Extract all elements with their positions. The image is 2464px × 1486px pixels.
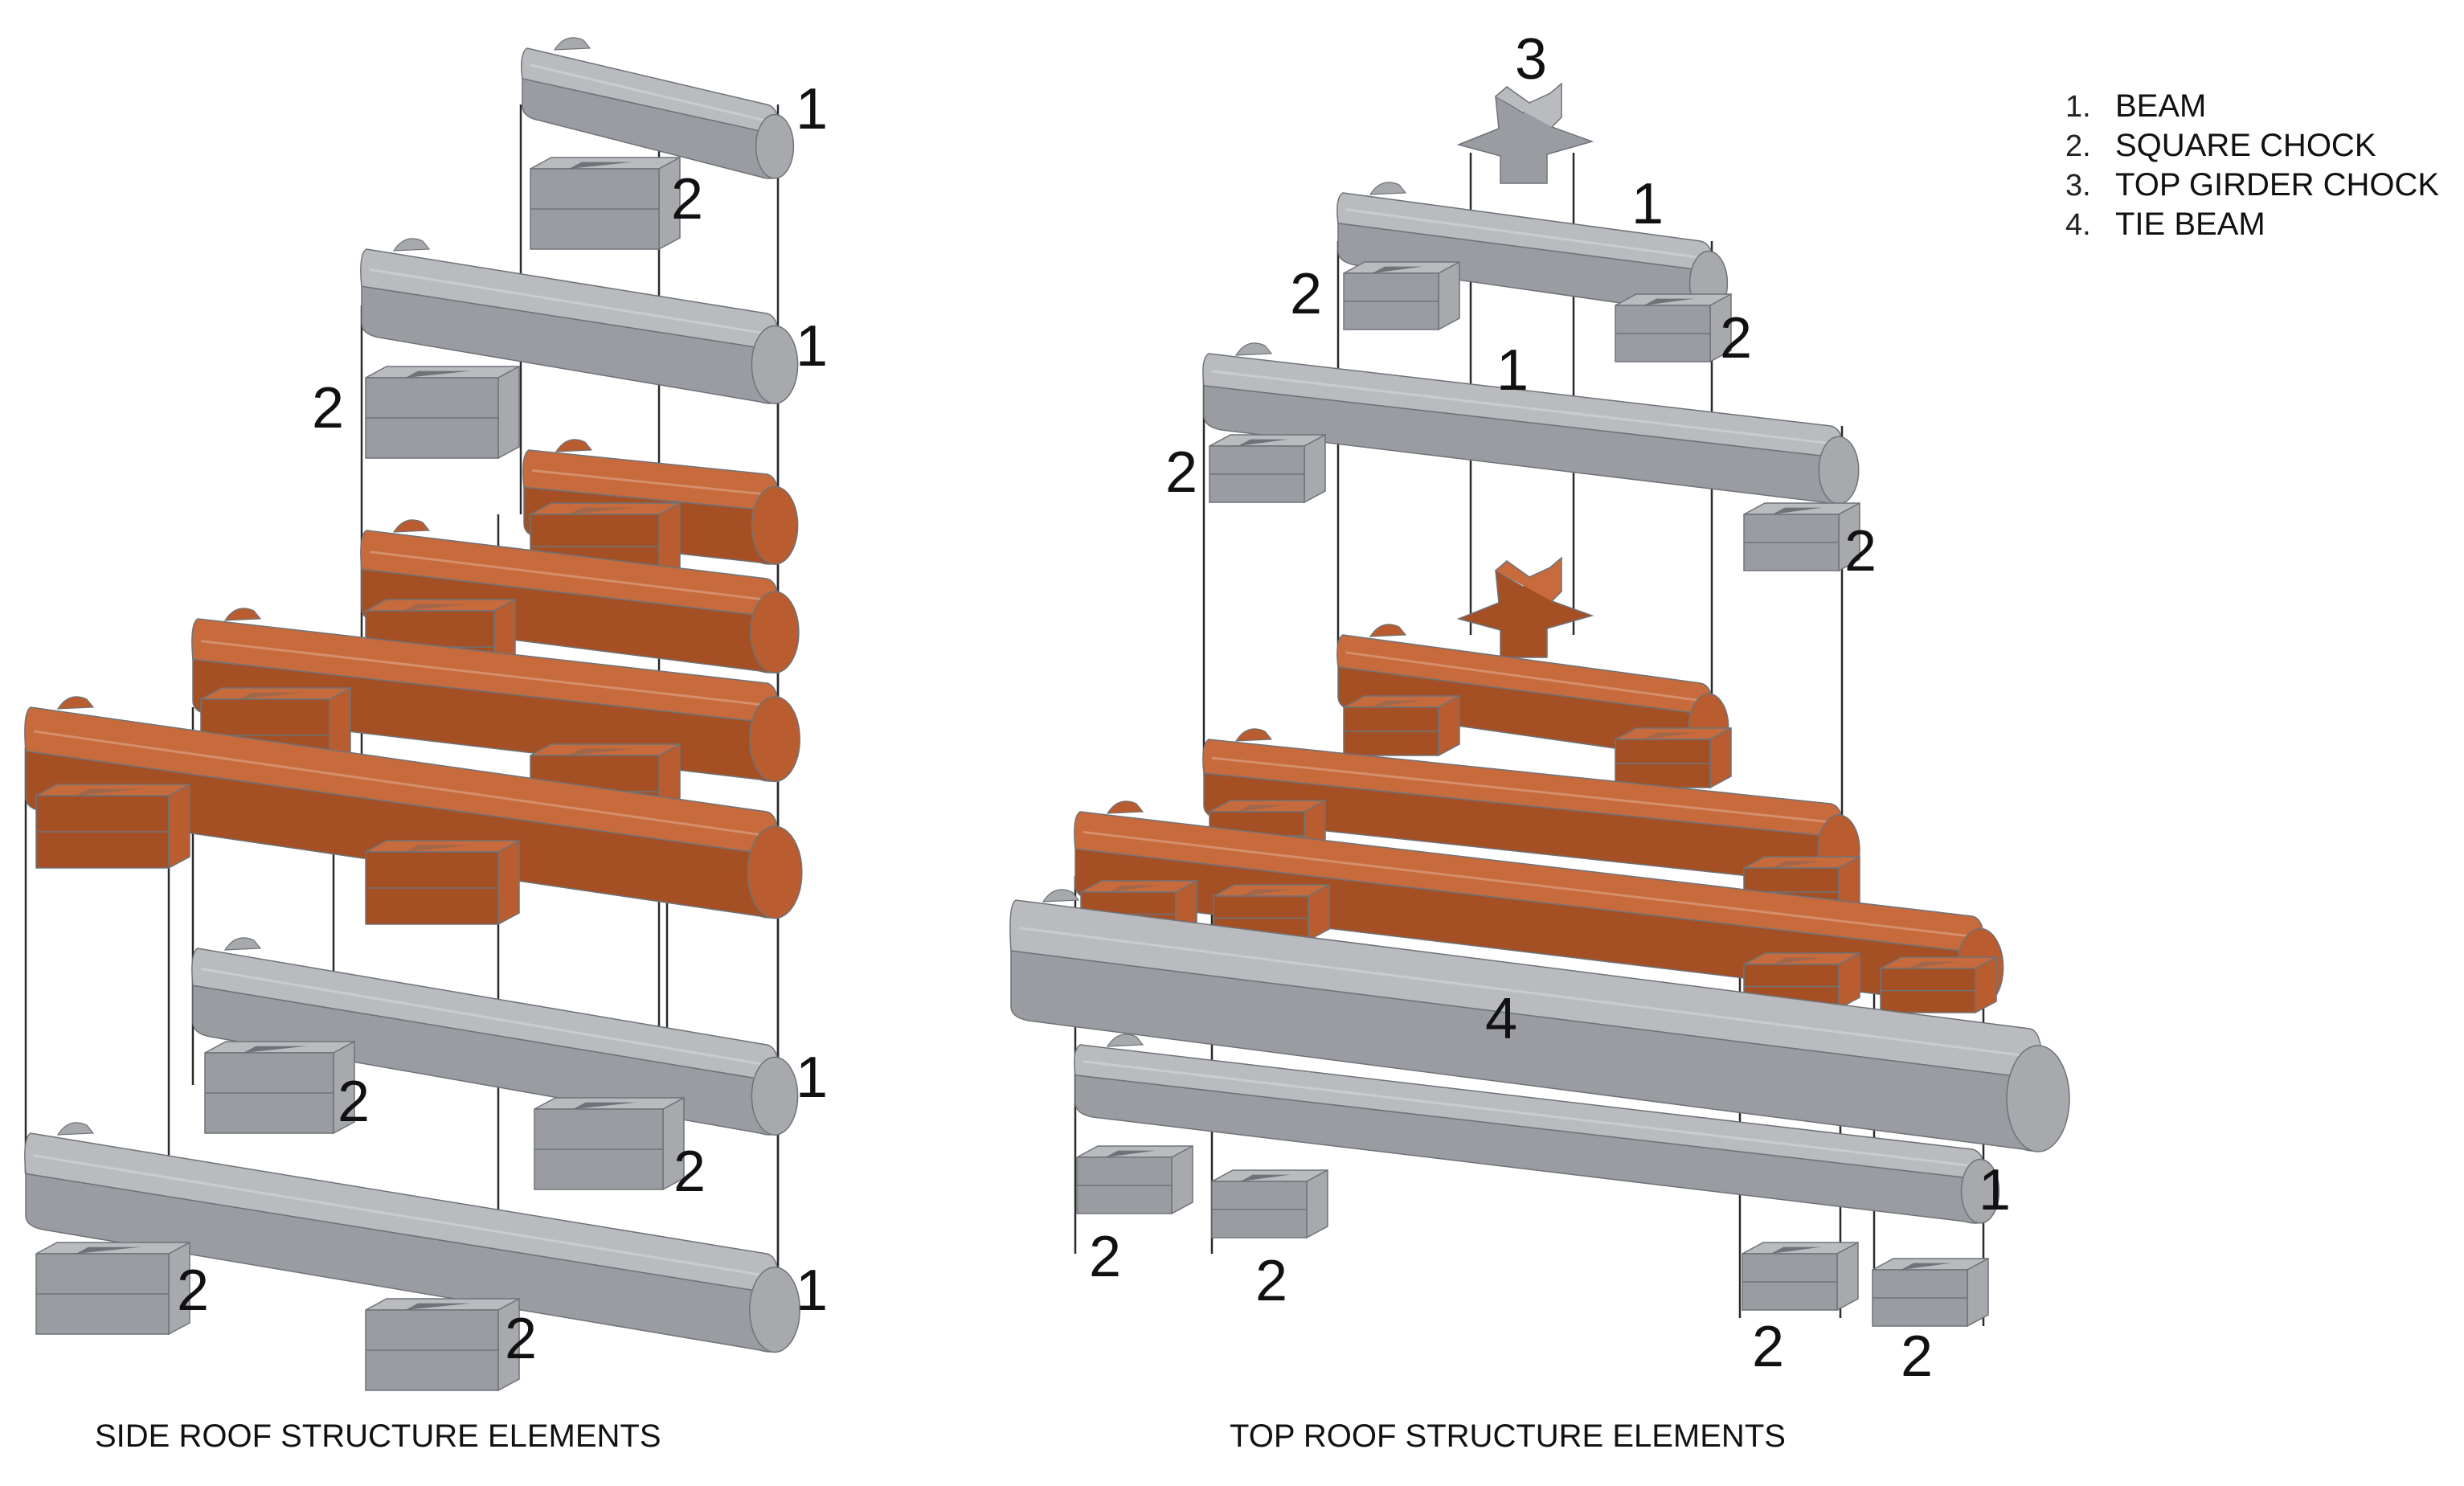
top-chock-grey-1	[1343, 260, 1460, 331]
legend-num-3: 3.	[2065, 169, 2091, 203]
side-label-chock-2: 2	[312, 376, 344, 440]
top-chock-grey-5	[1076, 1144, 1193, 1215]
top-label-beam-2: 1	[1496, 338, 1529, 403]
side-label-chock-5: 2	[177, 1259, 209, 1323]
top-label-chock-2: 2	[1720, 306, 1752, 370]
side-label-chock-3: 2	[338, 1070, 370, 1134]
side-chock-orange-6	[365, 839, 520, 926]
side-chock-grey-6	[365, 1297, 520, 1392]
top-girder-chock-grey	[1456, 82, 1594, 184]
top-roof-caption: TOP ROOF STRUCTURE ELEMENTS	[1230, 1418, 1786, 1454]
top-label-chock-5: 2	[1089, 1225, 1121, 1289]
side-label-chock-1: 2	[671, 167, 703, 231]
top-girder-chock-orange	[1456, 556, 1594, 658]
top-chock-grey-4	[1743, 501, 1860, 572]
top-label-chock-8: 2	[1901, 1324, 1933, 1389]
top-chock-grey-7	[1742, 1241, 1859, 1312]
top-beam-grey-2	[1202, 342, 1860, 505]
top-label-beam-1: 1	[1631, 172, 1664, 236]
structure-parts	[24, 37, 2070, 1392]
side-label-beam-3: 1	[796, 1046, 828, 1110]
top-label-chock-3: 2	[1165, 440, 1197, 505]
legend-num-4: 4.	[2065, 208, 2091, 242]
top-label-chock-7: 2	[1752, 1315, 1784, 1379]
side-chock-orange-5	[35, 783, 190, 870]
side-beam-grey-top	[521, 37, 795, 179]
side-roof-caption: SIDE ROOF STRUCTURE ELEMENTS	[95, 1418, 661, 1454]
legend-num-2: 2.	[2065, 129, 2091, 163]
legend-label-top-girder-chock: TOP GIRDER CHOCK	[2115, 167, 2439, 203]
side-beam-orange-4	[24, 696, 803, 919]
side-label-beam-2: 1	[796, 314, 828, 379]
side-roof-labels: 1 1 1 1 2 2 2 2 2 2 SIDE ROOF STRUCTURE …	[95, 77, 828, 1454]
top-chock-orange-8	[1880, 956, 1997, 1014]
top-label-girder-chock: 3	[1515, 27, 1547, 92]
top-label-tie-beam: 4	[1485, 987, 1517, 1051]
side-chock-grey-1	[530, 156, 681, 251]
legend-label-square-chock: SQUARE CHOCK	[2115, 128, 2376, 163]
side-label-chock-4: 2	[673, 1140, 706, 1204]
top-chock-grey-2	[1615, 293, 1732, 363]
top-chock-orange-2	[1615, 727, 1732, 789]
side-label-chock-6: 2	[505, 1307, 537, 1371]
top-roof-labels: 3 1 1 1 4 2 2 2 2 2 2 2 2 TOP ROOF STRUC…	[1089, 27, 2011, 1454]
side-chock-grey-4	[534, 1096, 685, 1191]
side-chock-grey-3	[204, 1040, 355, 1135]
top-label-chock-4: 2	[1844, 519, 1877, 583]
side-beam-grey-4	[24, 1122, 800, 1353]
top-label-beam-3: 1	[1979, 1158, 2011, 1222]
top-label-chock-6: 2	[1255, 1249, 1287, 1313]
top-chock-grey-8	[1872, 1257, 1989, 1328]
legend-label-beam: BEAM	[2115, 88, 2206, 124]
top-beam-grey-3	[1074, 1034, 2000, 1224]
side-chock-grey-2	[365, 365, 520, 460]
top-label-chock-1: 2	[1290, 262, 1322, 326]
top-tie-beam-grey	[1009, 889, 2070, 1152]
side-label-beam-4: 1	[796, 1259, 828, 1323]
side-beam-orange-2	[360, 519, 800, 674]
legend: 1. BEAM 2. SQUARE CHOCK 3. TOP GIRDER CH…	[2065, 88, 2439, 242]
side-beam-grey-2	[360, 238, 799, 404]
top-chock-grey-6	[1211, 1169, 1328, 1239]
top-chock-orange-1	[1343, 694, 1460, 757]
side-chock-grey-5	[35, 1241, 190, 1336]
side-label-beam-1: 1	[796, 77, 828, 141]
top-chock-grey-3	[1209, 433, 1326, 504]
legend-label-tie-beam: TIE BEAM	[2115, 207, 2265, 242]
legend-num-1: 1.	[2065, 90, 2091, 124]
